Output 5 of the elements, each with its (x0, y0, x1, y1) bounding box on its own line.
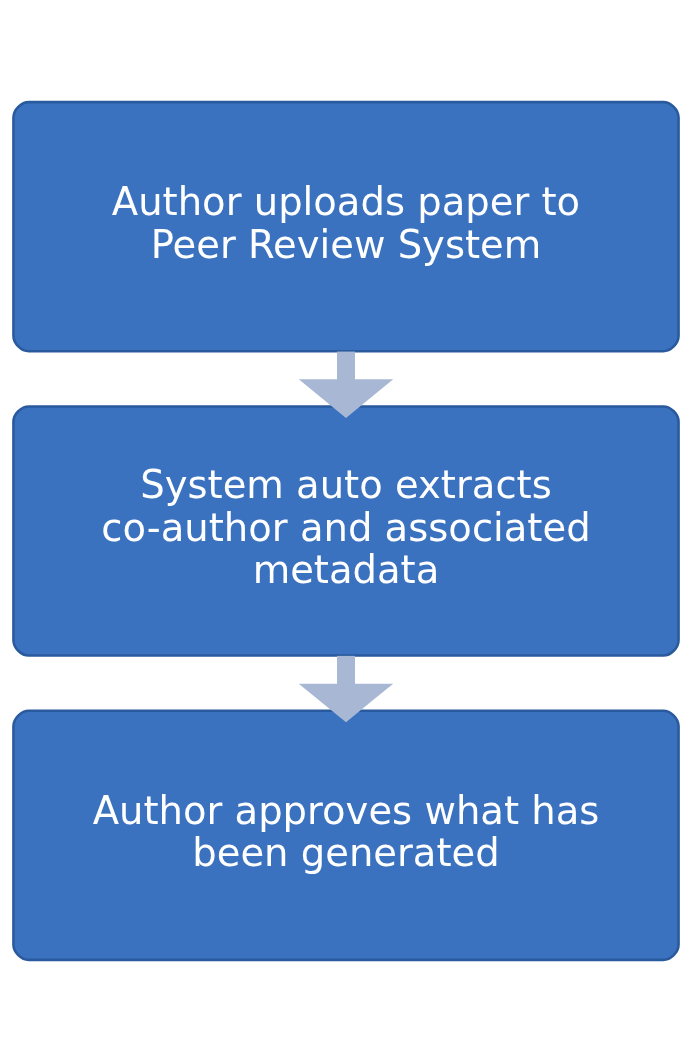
arrow (298, 351, 394, 418)
node-box: System auto extracts co-author and associated metadata (12, 404, 680, 657)
arrow (298, 655, 394, 722)
node-box: Author uploads paper to Peer Review System (12, 100, 680, 353)
node-box: Author approves what has been generated (12, 708, 680, 961)
